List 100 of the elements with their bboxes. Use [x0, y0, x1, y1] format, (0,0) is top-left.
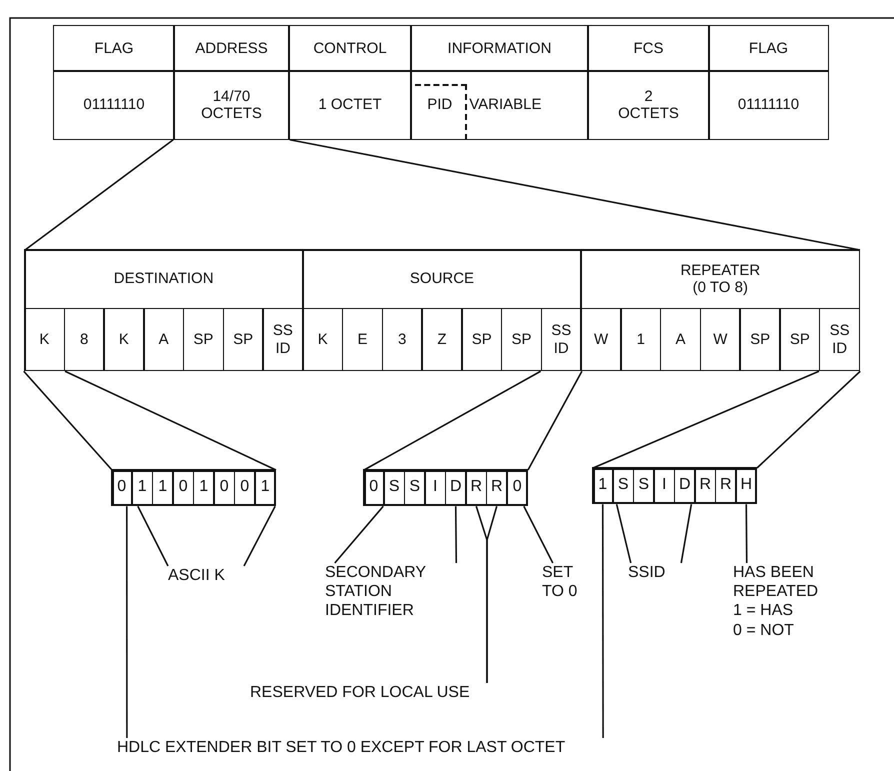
bit-value: R: [699, 476, 712, 495]
bit-cell: [131, 468, 154, 506]
bit-value: S: [638, 476, 650, 495]
bit-cell: [714, 466, 737, 504]
field-value: 2 OCTETS: [617, 88, 680, 122]
expansion-line: [364, 370, 542, 471]
character: SP: [193, 330, 214, 348]
annotation: SET TO 0: [542, 563, 578, 602]
bit-cell: [653, 466, 676, 504]
character: K: [318, 330, 328, 348]
bit-value: S: [388, 478, 400, 497]
bit-value: D: [450, 478, 462, 497]
expansion-line: [23, 370, 113, 471]
bit-cell: [424, 468, 446, 506]
annotation: HDLC EXTENDER BIT SET TO 0 EXCEPT FOR LAST OCTET: [117, 738, 737, 758]
character: 1: [636, 330, 645, 348]
field-value: PID: [427, 96, 452, 113]
annotation: 0 = NOT: [733, 620, 795, 640]
header-cell: [288, 25, 412, 72]
value-cell: [410, 70, 589, 140]
bit-value: 0: [240, 478, 250, 497]
bit-value: R: [490, 478, 503, 497]
character: SP: [233, 330, 254, 348]
character: SS ID: [272, 322, 294, 357]
bit-value: 0: [512, 478, 522, 497]
bit-cell: [486, 468, 508, 506]
expansion-line: [527, 370, 583, 470]
bit-cell: [506, 468, 528, 506]
bit-cell: [465, 468, 488, 506]
annotation: SSID: [628, 563, 684, 582]
bit-cell: [632, 466, 655, 504]
field-name: FCS: [634, 40, 664, 58]
field-name: CONTROL: [313, 40, 387, 58]
value-cell: [173, 70, 290, 140]
bit-value: 0: [178, 478, 188, 497]
bit-cell: [172, 468, 194, 506]
field-value: VARIABLE: [469, 96, 542, 114]
octet-box: [593, 468, 757, 504]
address-table: [25, 250, 860, 371]
character: A: [676, 330, 686, 348]
expansion-line: [290, 138, 860, 251]
octet-box: [364, 470, 528, 506]
header-cell: [708, 25, 829, 72]
bit-cell: [213, 468, 236, 506]
value-cell: [587, 70, 710, 140]
leader-line: [126, 506, 128, 738]
bit-cell: [674, 466, 696, 504]
bit-value: D: [678, 476, 691, 495]
subfield-cell: [24, 248, 304, 310]
character: SP: [512, 330, 532, 348]
character: K: [118, 330, 129, 348]
bit-value: 1: [598, 476, 608, 495]
annotation: ASCII K: [168, 566, 244, 586]
field-name: REPEATER (0 TO 8): [679, 262, 762, 296]
dashed-subfield: [414, 84, 467, 140]
character-cell: [421, 308, 463, 372]
bit-cell: [192, 468, 215, 506]
bit-value: S: [409, 478, 420, 497]
bit-value: I: [433, 478, 438, 497]
character: A: [158, 330, 169, 348]
character: SP: [472, 330, 492, 348]
bit-value: 0: [117, 478, 126, 497]
expansion-line: [64, 370, 276, 471]
leader-line: [137, 506, 169, 566]
annotation: SECONDARY STATION IDENTIFIER: [325, 563, 465, 621]
character: SP: [790, 330, 810, 348]
character: 3: [398, 330, 406, 348]
character: SS ID: [828, 322, 851, 357]
character: SP: [750, 330, 770, 348]
character-cell: [262, 308, 304, 372]
character: W: [594, 330, 608, 348]
bit-cell: [383, 468, 406, 506]
field-name: FLAG: [94, 40, 134, 58]
character: W: [713, 330, 728, 348]
bit-value: H: [740, 476, 752, 495]
expansion-line: [756, 370, 861, 469]
bit-cell: [735, 466, 758, 504]
bit-value: I: [662, 476, 666, 495]
bit-cell: [592, 466, 614, 504]
bit-value: 0: [220, 478, 229, 497]
character-cell: [739, 308, 781, 372]
bit-cell: [234, 468, 256, 506]
bit-cell: [362, 468, 385, 506]
character: K: [39, 330, 50, 348]
character: 8: [80, 330, 88, 348]
header-cell: [53, 25, 175, 72]
bit-value: 1: [260, 478, 270, 497]
leader-line: [523, 506, 554, 564]
field-value: 14/70 OCTETS: [200, 88, 263, 122]
field-value: 1 OCTET: [318, 96, 382, 114]
character: Z: [437, 330, 447, 348]
annotation: HAS BEEN REPEATED: [733, 563, 820, 602]
annotation: RESERVED FOR LOCAL USE: [250, 683, 550, 702]
octet-box: [112, 470, 276, 506]
field-name: INFORMATION: [448, 40, 552, 58]
character: SS ID: [550, 322, 572, 357]
bit-cell: [110, 468, 133, 506]
subfield-cell: [302, 248, 582, 310]
character: E: [357, 330, 368, 348]
bit-value: 1: [158, 478, 168, 497]
